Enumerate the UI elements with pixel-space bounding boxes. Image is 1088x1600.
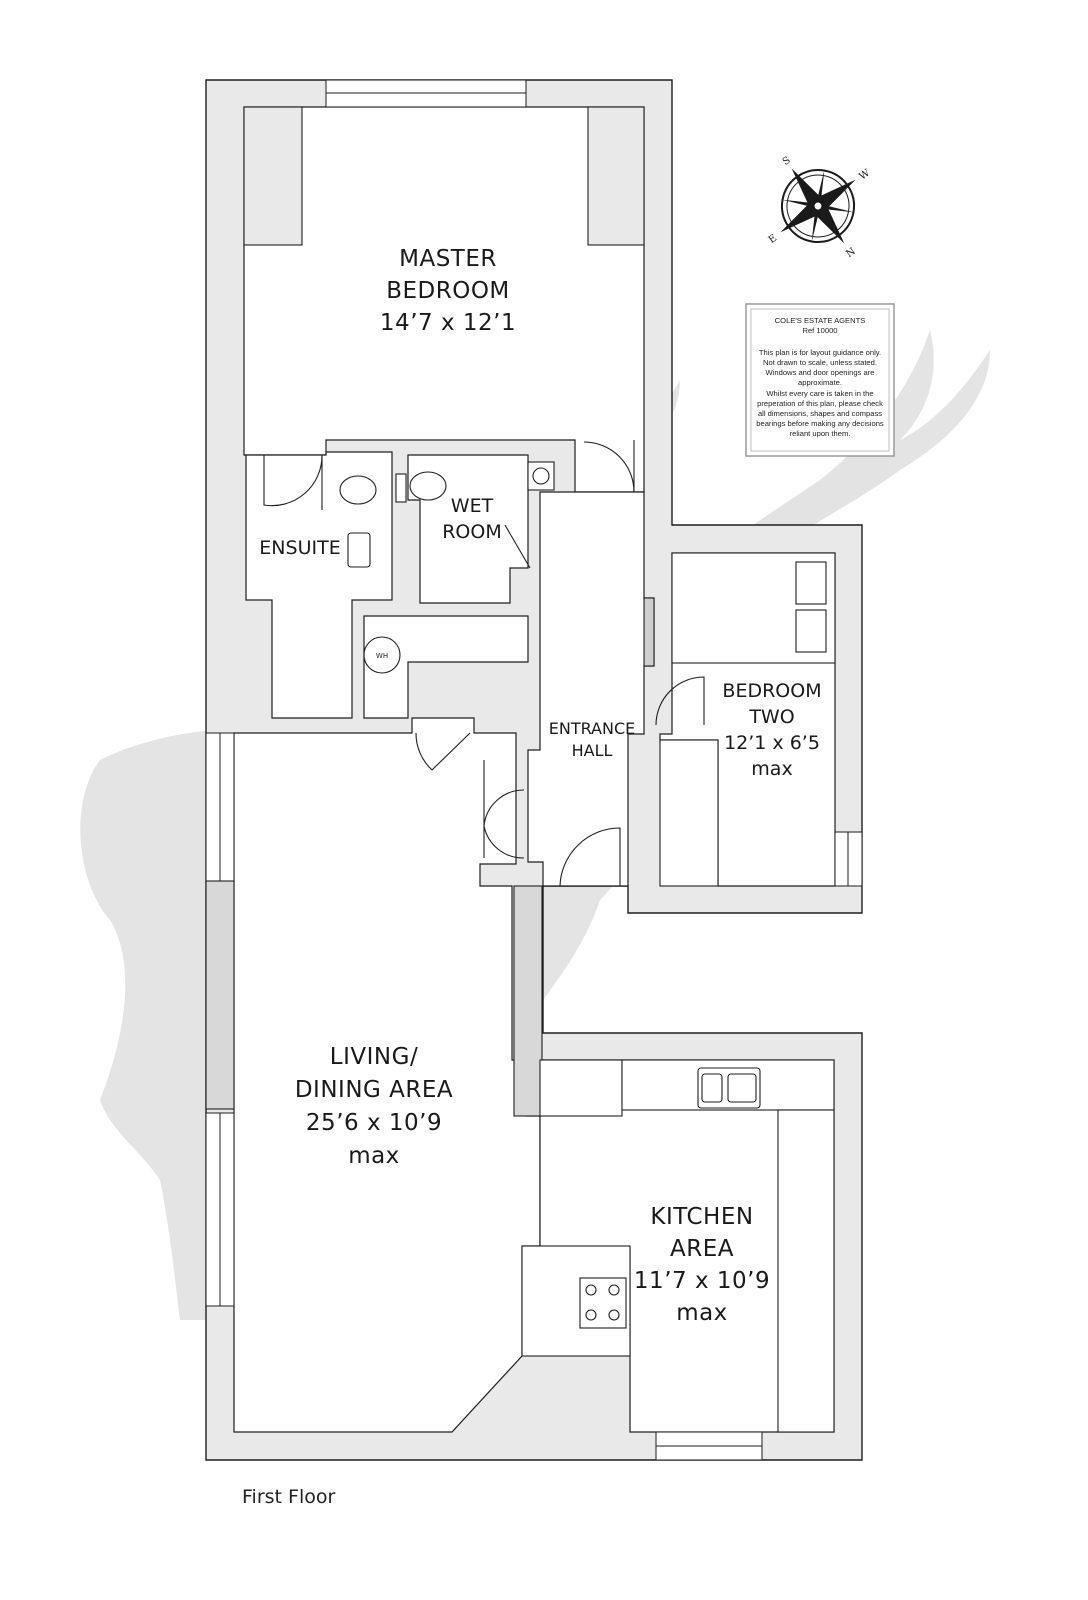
disclaimer-line: preperation of this plan, please check [757,399,883,408]
floor-label: First Floor [242,1486,336,1508]
disclaimer-box: COLE'S ESTATE AGENTS Ref 10000 This plan… [745,303,895,457]
disclaimer-line: Not drawn to scale, unless stated. [763,358,877,367]
bedroom-two-note: max [751,758,792,780]
compass-e: E [767,233,779,246]
kitchen-label-1: KITCHEN [650,1204,753,1230]
master-bedroom-size: 14’7 x 12’1 [380,310,516,336]
compass-w: W [857,167,872,182]
compass-n: N [844,246,858,260]
disclaimer-line: bearings before making any decisions [756,419,884,428]
living-dining-label-2: DINING AREA [295,1077,453,1103]
ensuite-label: ENSUITE [259,537,340,559]
water-heater-label: WH [376,652,388,660]
wet-room-label-1: WET [451,495,494,517]
disclaimer-ref: Ref 10000 [802,326,837,335]
kitchen-label-2: AREA [670,1236,734,1262]
master-bedroom-label-2: BEDROOM [386,278,510,304]
compass-s: S [781,155,793,168]
fixtures [205,106,836,1433]
disclaimer-line: This plan is for layout guidance only. [759,348,881,357]
bedroom-two-size: 12’1 x 6’5 [724,732,820,754]
disclaimer-line: approximate. [798,378,842,387]
compass-rose-icon: S N E W [767,155,873,260]
disclaimer-line: Whilst every care is taken in the [766,389,873,398]
bedroom-two-label-2: TWO [748,706,794,728]
windows [205,79,863,1461]
living-dining-note: max [348,1143,400,1169]
entrance-hall-label-2: HALL [572,741,613,760]
entrance-hall-label-1: ENTRANCE [549,719,636,738]
wet-room-label-2: ROOM [442,521,502,543]
kitchen-note: max [676,1300,728,1326]
disclaimer-agent: COLE'S ESTATE AGENTS [775,316,866,325]
interior [233,106,836,1433]
disclaimer-line: Windows and door openings are [766,368,875,377]
master-bedroom-label-1: MASTER [399,246,497,272]
disclaimer-line: all dimensions, shapes and compass [758,409,882,418]
living-dining-size: 25’6 x 10’9 [306,1110,442,1136]
doors [263,440,705,887]
kitchen-size: 11’7 x 10’9 [634,1268,770,1294]
disclaimer-line: reliant upon them. [790,429,851,438]
living-dining-label-1: LIVING/ [330,1044,418,1070]
bedroom-two-label-1: BEDROOM [722,680,821,702]
